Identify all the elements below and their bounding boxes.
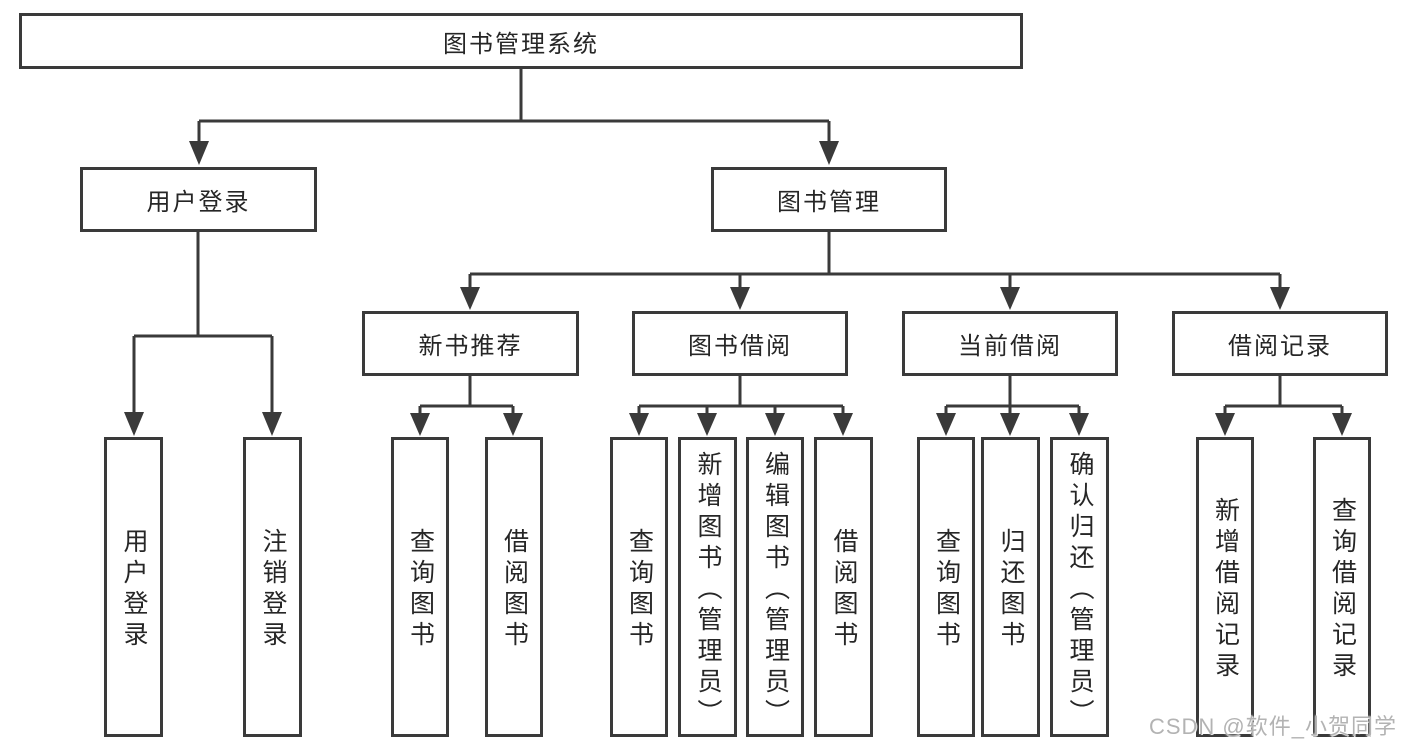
leaf-current-return-book: 归还图书: [981, 437, 1040, 737]
node-label: 图书借阅: [688, 333, 792, 360]
leaf-records-add-record: 新增借阅记录: [1196, 437, 1254, 737]
node-label: 新增图书（管理员）: [694, 450, 722, 730]
leaf-recommend-query-book: 查询图书: [391, 437, 449, 737]
leaf-user-login: 用户登录: [104, 437, 163, 737]
node-label: 归还图书: [997, 528, 1025, 652]
node-new-book-recommend: 新书推荐: [362, 311, 579, 376]
csdn-watermark: CSDN @软件_小贺同学: [1148, 714, 1397, 739]
node-current-borrow: 当前借阅: [902, 311, 1118, 376]
node-label: 查询图书: [625, 528, 654, 652]
node-user-login: 用户登录: [80, 167, 317, 232]
leaf-records-query-record: 查询借阅记录: [1313, 437, 1371, 737]
node-label: 图书管理系统: [443, 30, 599, 58]
node-label: 用户登录: [146, 189, 251, 216]
node-borrow-records: 借阅记录: [1172, 311, 1388, 376]
node-label: 查询图书: [932, 528, 961, 652]
node-label: 用户登录: [120, 528, 148, 652]
leaf-current-query-book: 查询图书: [917, 437, 975, 737]
node-label: 当前借阅: [958, 333, 1062, 360]
node-label: 查询借阅记录: [1328, 497, 1357, 683]
node-label: 借阅记录: [1228, 333, 1332, 360]
leaf-borrow-query-book: 查询图书: [610, 437, 668, 737]
leaf-borrow-add-book-admin: 新增图书（管理员）: [678, 437, 737, 737]
node-book-borrow: 图书借阅: [632, 311, 848, 376]
leaf-borrow-borrow-book: 借阅图书: [814, 437, 873, 737]
node-label: 借阅图书: [830, 528, 858, 652]
node-label: 编辑图书（管理员）: [761, 450, 790, 730]
leaf-current-confirm-return-admin: 确认归还（管理员）: [1050, 437, 1109, 737]
arrowheads: [124, 141, 1352, 436]
node-book-management: 图书管理: [711, 167, 947, 232]
node-label: 新书推荐: [418, 333, 523, 360]
leaf-recommend-borrow-book: 借阅图书: [485, 437, 543, 737]
node-label: 新增借阅记录: [1211, 497, 1240, 683]
node-label: 图书管理: [777, 189, 881, 216]
leaf-logout: 注销登录: [243, 437, 302, 737]
leaf-borrow-edit-book-admin: 编辑图书（管理员）: [746, 437, 804, 737]
node-label: 借阅图书: [500, 528, 529, 652]
node-label: 确认归还（管理员）: [1066, 450, 1094, 730]
node-label: 注销登录: [259, 528, 287, 652]
node-label: 查询图书: [406, 528, 435, 652]
node-root-library-system: 图书管理系统: [19, 13, 1023, 69]
